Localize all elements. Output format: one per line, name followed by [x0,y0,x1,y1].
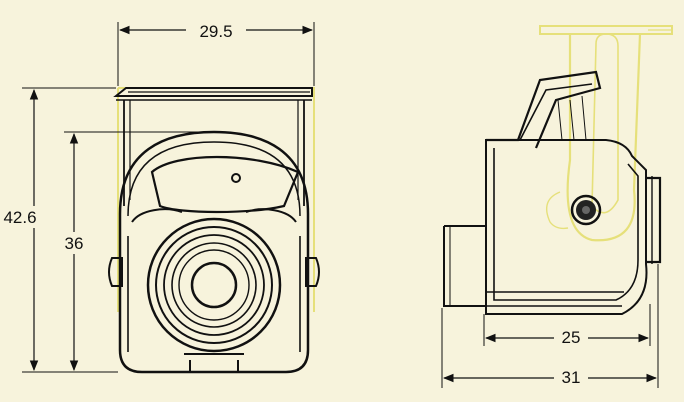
front-height-body-label: 36 [65,234,84,253]
side-width-inner-label: 25 [562,328,581,347]
side-view [441,25,673,388]
side-dimension-inner: 25 [484,326,650,348]
front-dimension-height-body: 36 [60,132,90,372]
side-dimension-total: 31 [442,366,658,388]
front-width-label: 29.5 [199,22,232,41]
front-height-total-label: 42.6 [3,208,36,227]
front-dimension-height-total: 42.6 [2,88,39,372]
front-view [22,22,320,374]
front-dimension-width: 29.5 [118,18,314,42]
side-width-total-label: 31 [562,368,581,387]
